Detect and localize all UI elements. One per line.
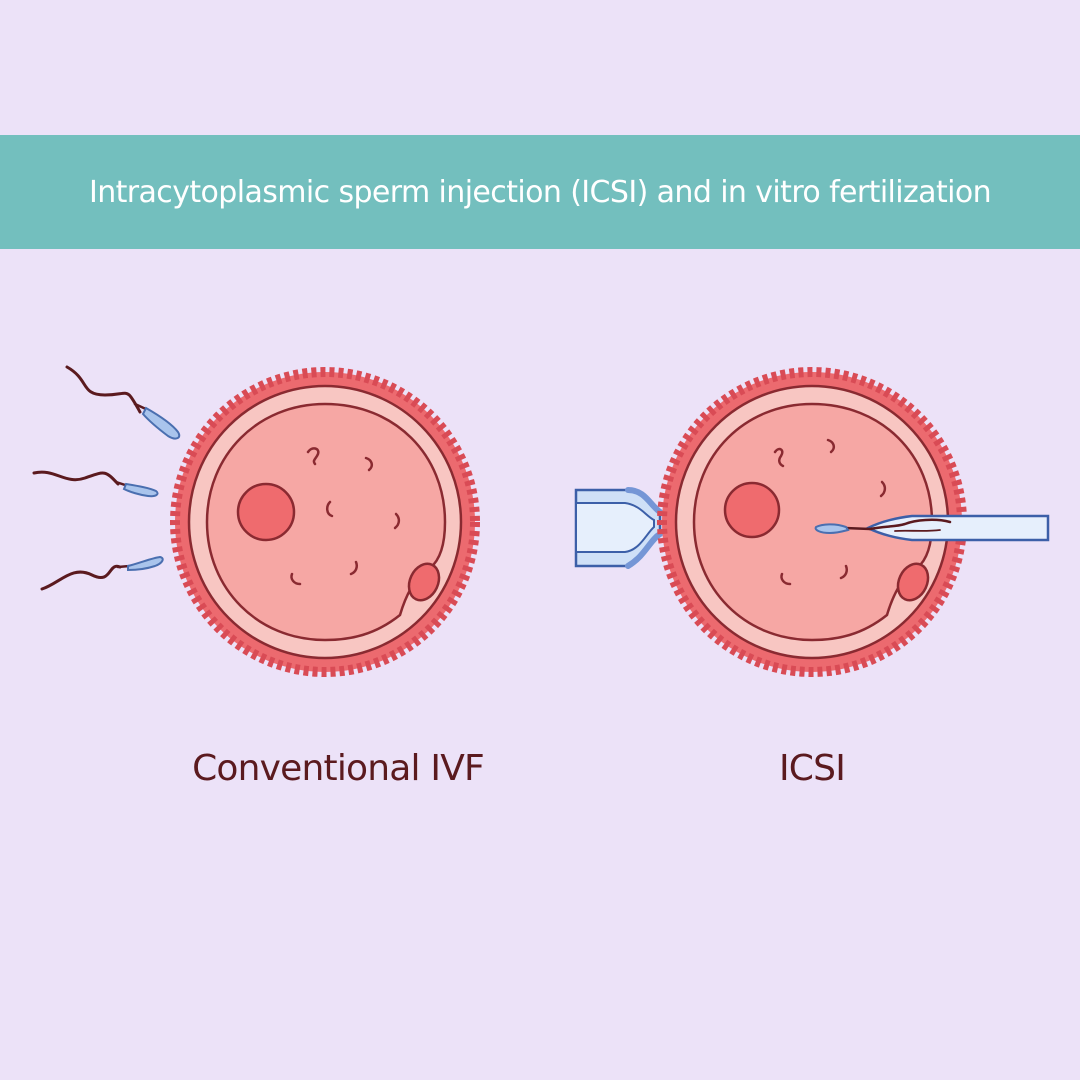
- holding-pipette-icon: [574, 487, 663, 569]
- fertilization-diagram: [32, 365, 1050, 677]
- sperm-icon: [40, 555, 164, 591]
- conventional-ivf-illustration: [32, 365, 480, 677]
- caption-icsi: ICSI: [778, 748, 846, 789]
- egg-cell-icon: [170, 367, 480, 677]
- title-banner: Intracytoplasmic sperm injection (ICSI) …: [0, 135, 1080, 249]
- sperm-icon: [65, 365, 181, 440]
- sperm-icon: [32, 470, 159, 498]
- sperm-icon: [814, 523, 872, 535]
- page-title: Intracytoplasmic sperm injection (ICSI) …: [88, 174, 992, 210]
- caption-conventional-ivf: Conventional IVF: [192, 748, 485, 789]
- injection-needle-icon: [865, 514, 1050, 542]
- icsi-illustration: [574, 367, 1050, 677]
- egg-cell-icon: [657, 367, 967, 677]
